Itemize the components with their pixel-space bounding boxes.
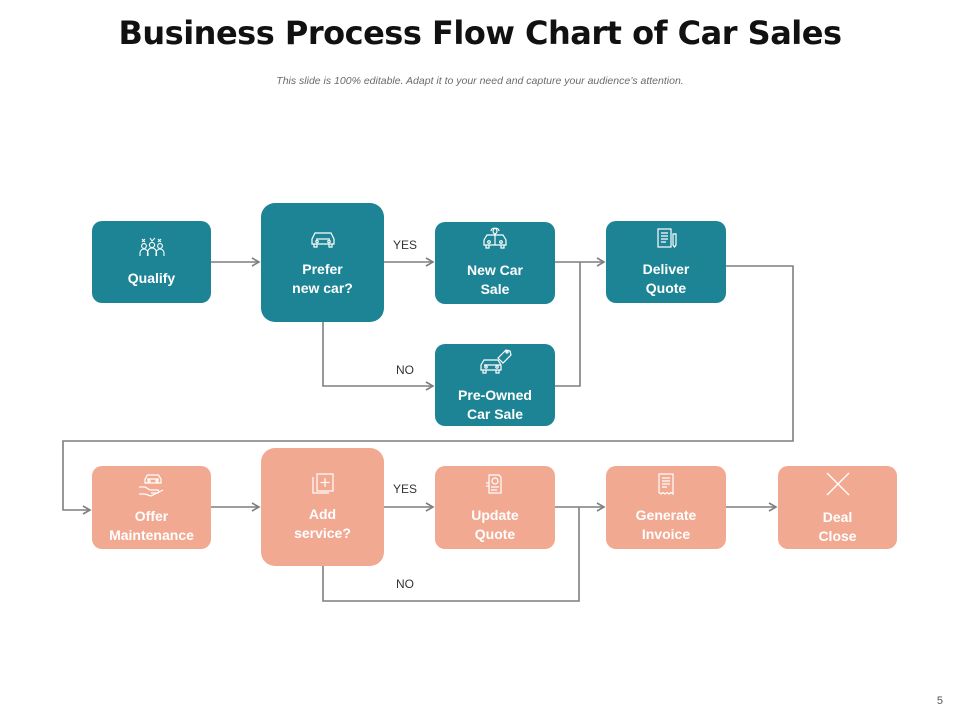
edge-label-no-bottom: NO <box>396 577 414 591</box>
car-tag-icon <box>478 346 512 381</box>
node-prefer-new-car: Prefer new car? <box>261 203 384 322</box>
edge-addservice-no-to-invoice <box>322 507 580 602</box>
people-group-icon <box>138 237 166 264</box>
node-deal-close: Deal Close <box>778 466 897 549</box>
node-label: Deliver Quote <box>642 261 690 296</box>
page-number: 5 <box>936 695 943 707</box>
gift-car-icon <box>481 227 509 256</box>
node-pre-owned-car-sale: Pre-Owned Car Sale <box>435 344 555 426</box>
node-label: Deal Close <box>818 508 857 544</box>
node-new-car-sale: New Car Sale <box>435 222 555 304</box>
edge-preowned-to-merge <box>555 262 581 387</box>
edge-prefer-to-preowned <box>322 322 435 391</box>
edge-label-no-top: NO <box>396 363 414 377</box>
node-label: Add service? <box>294 506 351 541</box>
edge-label-yes-top: YES <box>393 238 418 252</box>
add-box-icon <box>310 471 336 500</box>
receipt-icon <box>483 472 507 501</box>
node-label: Update Quote <box>471 506 519 542</box>
node-add-service: Add service? <box>261 448 384 566</box>
invoice-icon <box>654 472 678 501</box>
node-deliver-quote: Deliver Quote <box>606 221 726 303</box>
page-subtitle: This slide is 100% editable. Adapt it to… <box>276 75 684 87</box>
node-update-quote: Update Quote <box>435 466 555 549</box>
node-label: Pre-Owned Car Sale <box>458 387 532 422</box>
node-qualify: Qualify <box>92 221 211 303</box>
car-icon <box>308 228 338 255</box>
edge-label-yes-bottom: YES <box>393 482 418 496</box>
node-label: Offer Maintenance <box>109 507 194 543</box>
car-hand-icon <box>137 471 167 502</box>
node-label: New Car Sale <box>466 262 524 297</box>
node-offer-maintenance: Offer Maintenance <box>92 466 211 549</box>
edge-deliver-to-maintenance <box>62 265 794 515</box>
cross-icon <box>824 470 852 503</box>
page-title: Business Process Flow Chart of Car Sales <box>118 14 842 52</box>
node-label: Qualify <box>127 269 176 286</box>
document-icon <box>654 226 678 255</box>
node-generate-invoice: Generate Invoice <box>606 466 726 549</box>
node-label: Generate Invoice <box>635 506 697 542</box>
node-label: Prefer new car? <box>292 260 353 296</box>
